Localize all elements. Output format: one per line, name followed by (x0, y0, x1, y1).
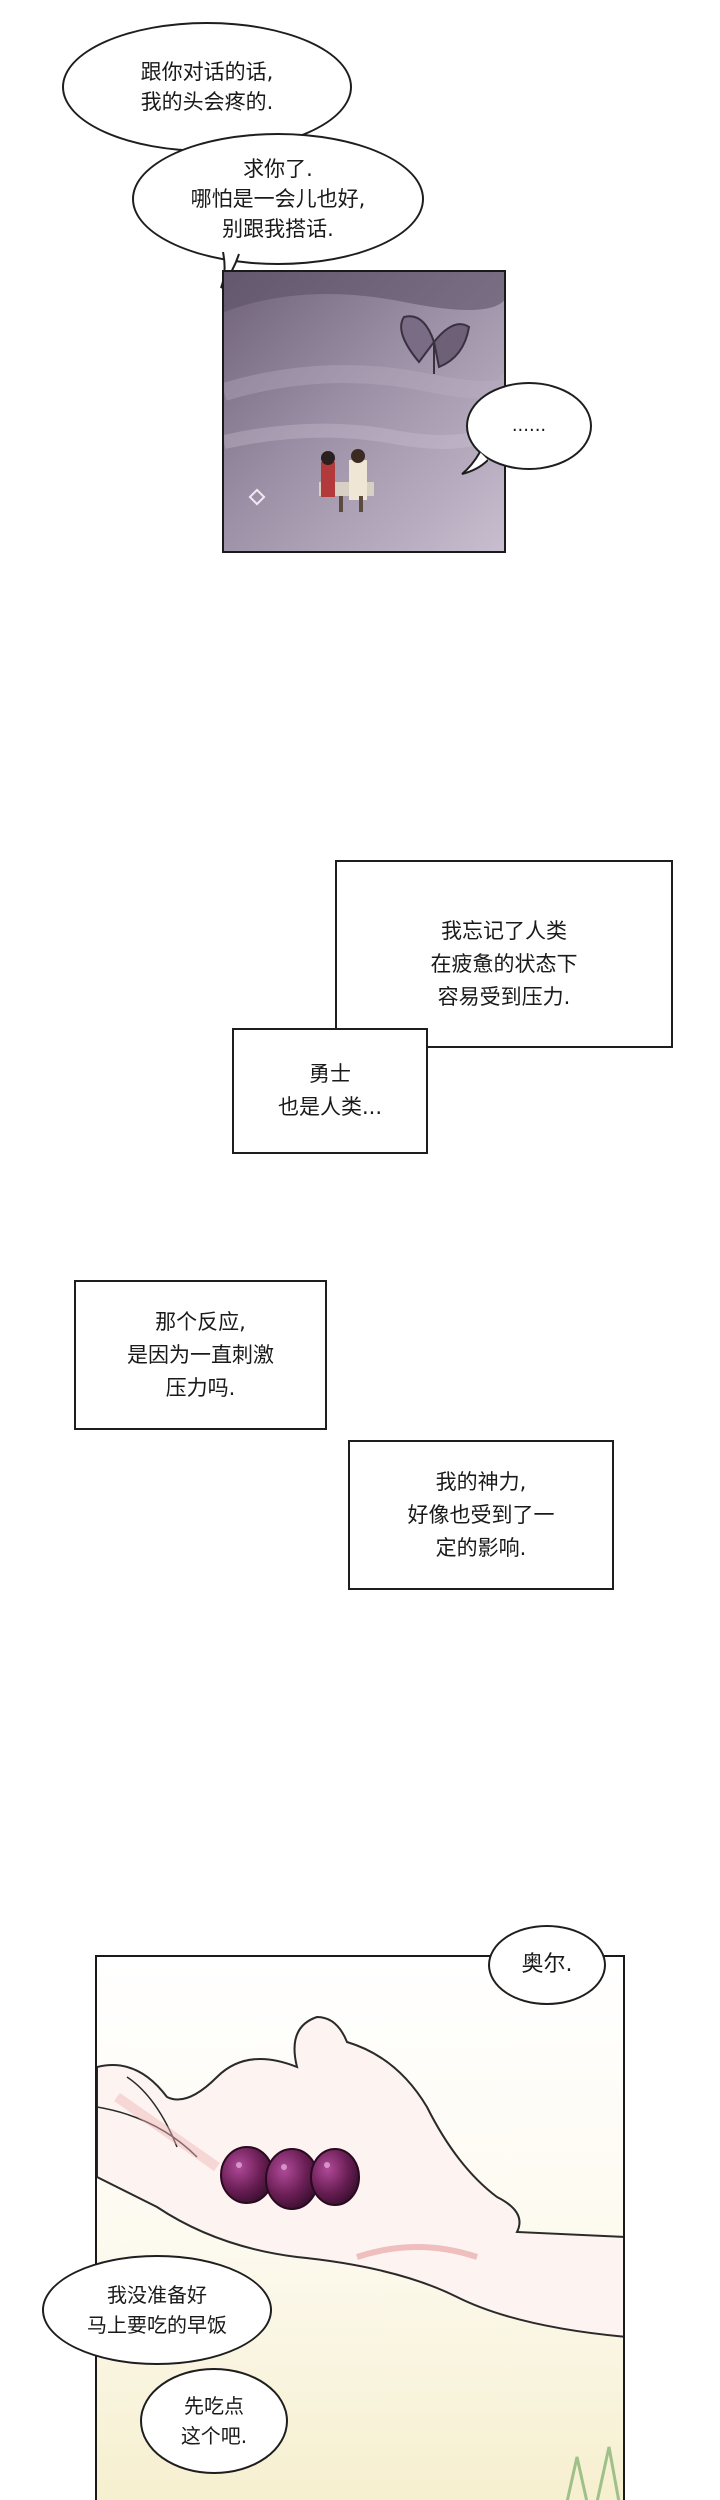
narration-line: 勇士 (309, 1062, 351, 1086)
speech-bubble-top-1: 跟你对话的话, 我的头会疼的. (62, 22, 352, 152)
grapes-icon (220, 2146, 360, 2210)
narration-line: 那个反应, (155, 1309, 246, 1334)
narration-line: 好像也受到了一 (407, 1502, 555, 1527)
butterfly-icon (400, 315, 471, 374)
narration-line: 我的神力, (435, 1469, 527, 1494)
speech-bubble-name: 奥尔. (488, 1925, 606, 2005)
narration-line: 压力吗. (165, 1375, 236, 1400)
narration-line: 容易受到压力. (437, 984, 571, 1009)
panel-sky-scene (222, 270, 506, 553)
bubble-line: 跟你对话的话, (140, 60, 274, 84)
speech-bubble-top-2: 求你了. 哪怕是一会儿也好, 别跟我搭话. (132, 133, 424, 265)
narration-box-2: 勇士 也是人类... (232, 1028, 428, 1154)
narration-line: 我忘记了人类 (441, 918, 567, 943)
bubble-line: 我没准备好 (107, 2283, 207, 2307)
narration-line: 也是人类... (277, 1095, 383, 1119)
narration-box-4: 我的神力, 好像也受到了一 定的影响. (348, 1440, 614, 1590)
bubble-tail (461, 451, 488, 475)
seated-figures (319, 449, 374, 512)
bubble-line: 我的头会疼的. (140, 90, 274, 114)
speech-bubble-eat-this: 先吃点 这个吧. (140, 2368, 288, 2474)
ellipsis-text: ...... (511, 415, 547, 436)
speech-bubble-ellipsis: ...... (466, 382, 592, 470)
narration-line: 是因为一直刺激 (127, 1342, 274, 1367)
bubble-line: 求你了. (243, 157, 313, 181)
bubble-line: 马上要吃的早饭 (87, 2313, 227, 2337)
narration-box-3: 那个反应, 是因为一直刺激 压力吗. (74, 1280, 327, 1430)
narration-line: 在疲惫的状态下 (430, 951, 578, 976)
bubble-line: 先吃点 (183, 2394, 244, 2418)
sky-scene-art (224, 272, 504, 551)
hand-shape (97, 2015, 623, 2338)
bubble-line: 这个吧. (180, 2424, 248, 2448)
narration-line: 定的影响. (435, 1535, 527, 1560)
bubble-text: 奥尔. (521, 1952, 573, 1977)
bubble-line: 哪怕是一会儿也好, (190, 187, 366, 211)
narration-box-1: 我忘记了人类 在疲惫的状态下 容易受到压力. (335, 860, 673, 1048)
speech-bubble-breakfast: 我没准备好 马上要吃的早饭 (42, 2255, 272, 2365)
bubble-line: 别跟我搭话. (222, 217, 334, 241)
